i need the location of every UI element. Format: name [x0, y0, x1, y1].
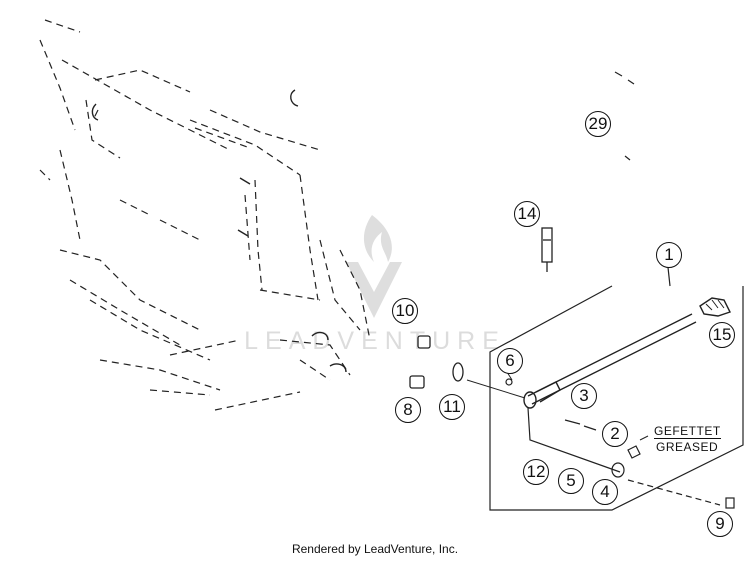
part-29-top [614, 71, 635, 161]
callout-6: 6 [497, 348, 523, 374]
frame-drawing [39, 19, 371, 411]
callout-5: 5 [558, 468, 584, 494]
part-14-bolt [541, 227, 553, 272]
watermark-text: LEADVENTURE [244, 327, 506, 355]
callout-1: 1 [656, 242, 682, 268]
callout-12: 12 [523, 459, 549, 485]
footer-credit: Rendered by LeadVenture, Inc. [291, 542, 459, 556]
part-8-nut [409, 375, 425, 389]
callout-2: 2 [602, 421, 628, 447]
callout-9: 9 [707, 511, 733, 537]
callout-4: 4 [592, 479, 618, 505]
callout-10: 10 [392, 298, 418, 324]
callout-11: 11 [439, 394, 465, 420]
callout-8: 8 [395, 397, 421, 423]
callout-14: 14 [514, 201, 540, 227]
frame-details [91, 89, 347, 373]
callout-29: 29 [585, 111, 611, 137]
watermark-logo [346, 215, 402, 318]
annotation-gefettet: GEFETTET [654, 424, 721, 439]
annotation-greased: GREASED [656, 440, 719, 454]
side-stand [523, 313, 697, 409]
callout-3: 3 [571, 383, 597, 409]
stand-small-parts [505, 378, 735, 509]
part-10-nut [417, 335, 431, 349]
stand-foot [699, 297, 731, 317]
callout-15: 15 [709, 322, 735, 348]
part-11-ring [452, 362, 464, 382]
